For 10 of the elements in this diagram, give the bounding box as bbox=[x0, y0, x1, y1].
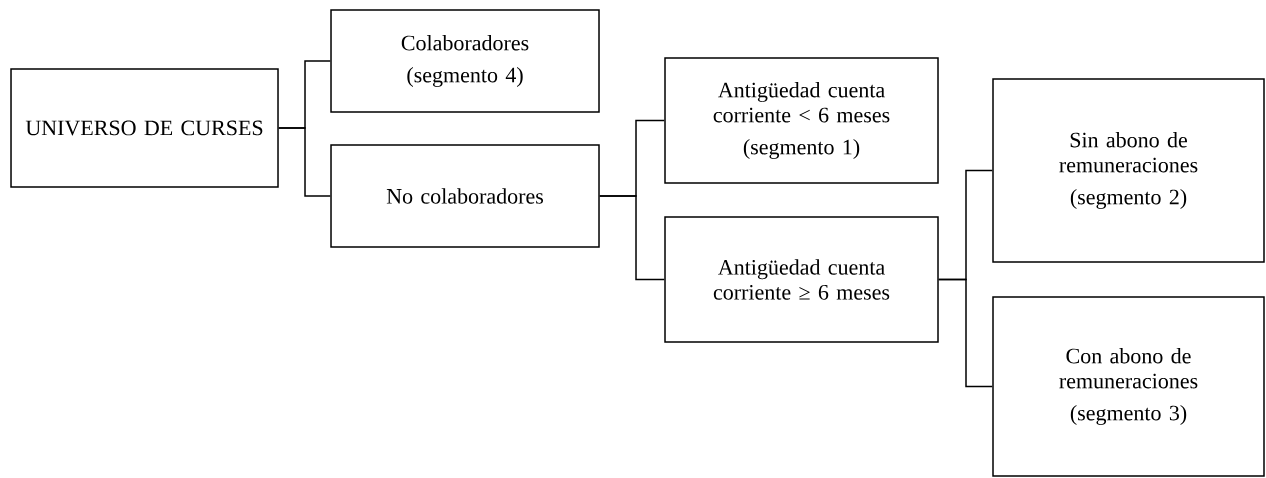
text-box: UNIVERSO DE CURSES bbox=[10, 68, 279, 188]
connector bbox=[599, 195, 665, 281]
text-box: Antigüedad cuenta corriente < 6 meses (segmento 1) bbox=[664, 57, 939, 184]
connector bbox=[938, 278, 993, 388]
connector bbox=[278, 127, 331, 197]
text-box: No colaboradores bbox=[330, 144, 600, 248]
text-box: Con abono de remuneraciones (segmento 3) bbox=[992, 296, 1265, 477]
text-box: Antigüedad cuenta corriente ≥ 6 meses bbox=[664, 216, 939, 343]
text-box: Sin abono de remuneraciones (segmento 2) bbox=[992, 78, 1265, 263]
text-box: Colaboradores (segmento 4) bbox=[330, 9, 600, 113]
